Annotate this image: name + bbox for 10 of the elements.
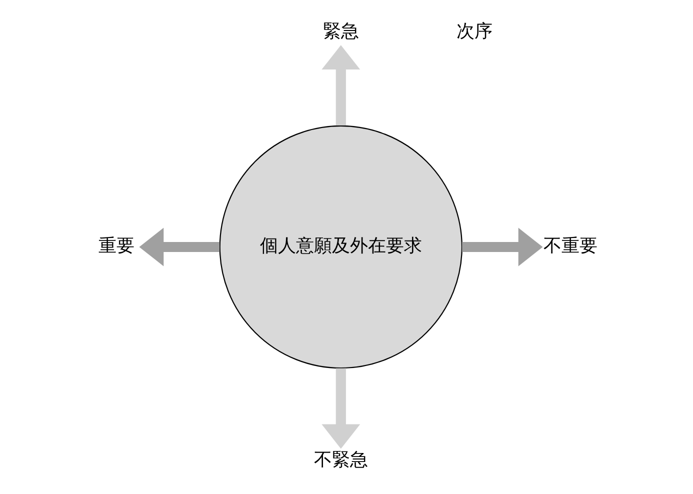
node-circle: 個人意願及外在要求	[219, 125, 462, 369]
arrow	[322, 368, 360, 449]
node-text: 不重要	[544, 235, 598, 256]
node-text: 不緊急	[314, 449, 368, 470]
node-text: 重要	[98, 235, 135, 256]
arrow	[139, 228, 220, 266]
label: 次序	[456, 21, 492, 42]
arrow	[322, 45, 360, 126]
node-text: 緊急	[322, 21, 359, 42]
arrow	[462, 228, 543, 266]
